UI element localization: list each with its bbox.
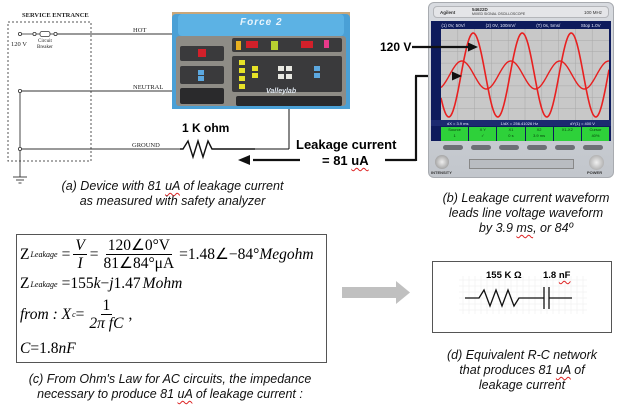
- resistor-155k-label: 155 K Ω: [486, 270, 522, 281]
- transition-arrow-icon: [342, 281, 410, 304]
- scope-header: Agilent 54622D MIXED SIGNAL OSCILLOSCOPE…: [433, 6, 609, 18]
- device-photo: Force 2: [172, 12, 350, 109]
- hot-terminal: [17, 32, 22, 37]
- leakage-current-value: = 81 uA: [322, 153, 369, 168]
- scope-softkey-button[interactable]: [583, 145, 603, 150]
- scope-softkey-button[interactable]: [471, 145, 491, 150]
- resistor-1k-label: 1 K ohm: [182, 121, 230, 135]
- breaker-label-2: Breaker: [37, 45, 53, 50]
- intensity-knob[interactable]: [435, 155, 449, 169]
- leakage-current-label: Leakage current: [296, 137, 397, 152]
- rc-schematic: [459, 276, 587, 314]
- scope-screen: (1) 0V, 50V/ (2) 0V, 100mV/ (T) 0s, 5ms/…: [431, 21, 611, 141]
- service-circuit-diagram: [7, 21, 430, 184]
- hot-label: HOT: [133, 27, 147, 34]
- leakage-current-waveform: [441, 60, 609, 90]
- leakage-pointer-arrowhead: [452, 71, 462, 81]
- power-button[interactable]: [589, 155, 604, 170]
- scope-softkey-button[interactable]: [443, 145, 463, 150]
- capacitor-label: 1.8 nF: [543, 270, 571, 281]
- scope-softkey-button[interactable]: [527, 145, 547, 150]
- caption-d: (d) Equivalent R-C network that produces…: [446, 348, 598, 392]
- pointer-arrows: [412, 42, 478, 81]
- neutral-label: NEUTRAL: [133, 84, 164, 91]
- device-logo: Valleylab: [266, 88, 297, 95]
- scope-measurement-bar: dX = 3.9 ms 1/dX = 256.41026 Hz dY(1) = …: [431, 120, 611, 126]
- circuit-breaker-icon: [39, 31, 51, 37]
- oscilloscope: Agilent 54622D MIXED SIGNAL OSCILLOSCOPE…: [428, 2, 614, 178]
- scope-status-bar: (1) 0V, 50V/ (2) 0V, 100mV/ (T) 0s, 5ms/…: [441, 22, 601, 28]
- line-voltage-waveform: [441, 32, 609, 118]
- device-brand: Force 2: [240, 17, 283, 28]
- rc-network-box: 155 K Ω 1.8 nF: [432, 261, 612, 333]
- ground-label: GROUND: [132, 142, 160, 149]
- voltage-label: 120 V: [11, 41, 27, 48]
- voltage-arrow-label: 120 V: [380, 40, 412, 54]
- softkey-label: X1-X2: [553, 127, 581, 141]
- caption-c: (c) From Ohm's Law for AC circuits, the …: [28, 372, 312, 401]
- resistor-1k-icon: [180, 138, 255, 160]
- service-entrance-box: [7, 21, 92, 162]
- breaker-label-1: Circuit: [38, 39, 52, 44]
- scope-softkey-button[interactable]: [499, 145, 519, 150]
- resistor-155k-icon: [465, 288, 544, 308]
- scope-softkey-button[interactable]: [555, 145, 575, 150]
- scope-front-panel: INTENSITY POWER: [429, 153, 613, 177]
- floppy-drive: [469, 159, 574, 169]
- service-entrance-label: SERVICE ENTRANCE: [22, 12, 89, 19]
- caption-a: (a) Device with 81 uA of leakage current…: [61, 179, 284, 208]
- caption-b: (b) Leakage current waveform leads line …: [442, 191, 610, 235]
- softkey-label: X Y✓: [469, 127, 497, 141]
